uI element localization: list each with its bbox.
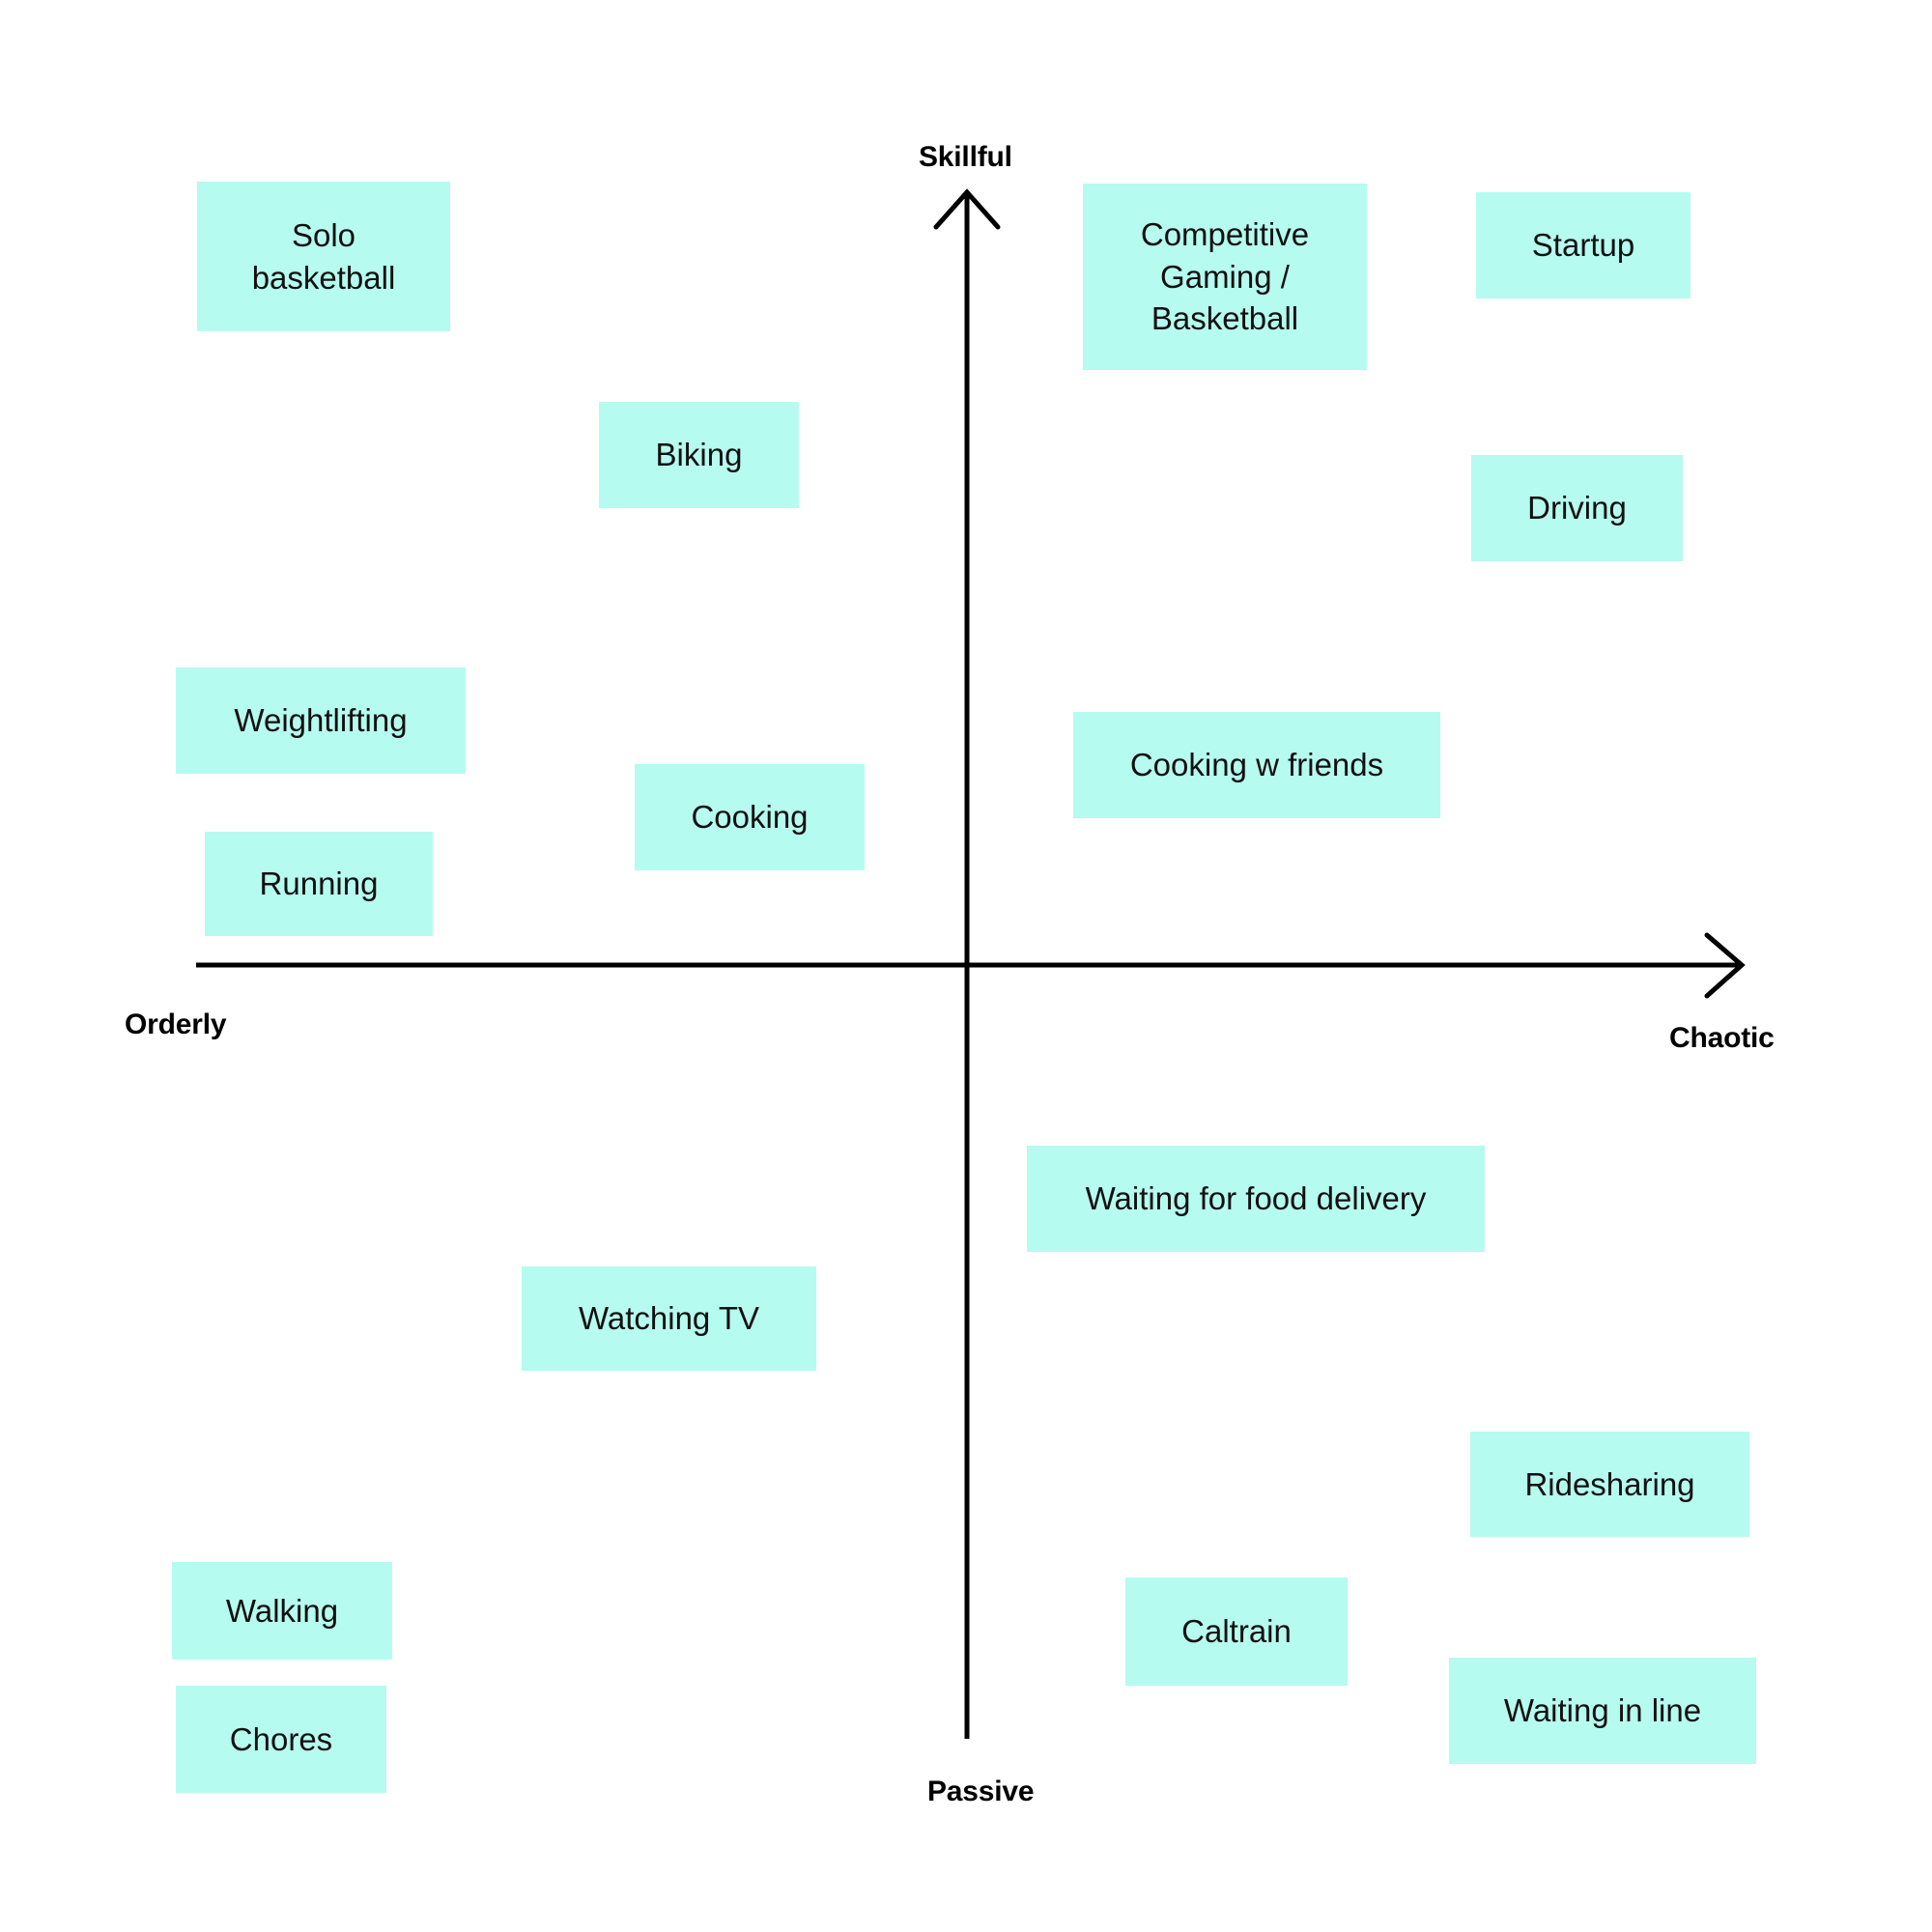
- note-label: Weightlifting: [234, 702, 408, 739]
- note-label: Solo basketball: [251, 216, 396, 296]
- note-label: Chores: [229, 1720, 333, 1757]
- note-label: Biking: [655, 437, 743, 473]
- note-running[interactable]: Running: [205, 832, 433, 936]
- note-competitive-gaming[interactable]: Competitive Gaming / Basketball: [1083, 184, 1367, 370]
- axis-label-passive: Passive: [927, 1776, 1035, 1807]
- note-waiting-in-line[interactable]: Waiting in line: [1449, 1658, 1756, 1764]
- note-weightlifting[interactable]: Weightlifting: [176, 668, 466, 774]
- note-label: Competitive Gaming / Basketball: [1140, 215, 1310, 337]
- note-label: Waiting for food delivery: [1085, 1180, 1427, 1217]
- note-ridesharing[interactable]: Ridesharing: [1470, 1432, 1749, 1537]
- note-label: Driving: [1527, 490, 1627, 526]
- note-label: Ridesharing: [1524, 1465, 1695, 1502]
- note-cooking-w-friends[interactable]: Cooking w friends: [1073, 712, 1440, 818]
- note-chores[interactable]: Chores: [176, 1686, 386, 1793]
- axis-label-chaotic: Chaotic: [1669, 1022, 1775, 1054]
- note-startup[interactable]: Startup: [1476, 192, 1690, 298]
- note-label: Running: [259, 866, 379, 902]
- note-label: Cooking w friends: [1129, 747, 1384, 783]
- note-cooking[interactable]: Cooking: [635, 764, 865, 870]
- note-walking[interactable]: Walking: [172, 1562, 392, 1660]
- note-driving[interactable]: Driving: [1471, 455, 1683, 561]
- note-waiting-food-delivery[interactable]: Waiting for food delivery: [1027, 1146, 1485, 1252]
- horizontal-axis-arrowhead: [1704, 932, 1746, 999]
- axis-label-skillful: Skillful: [919, 141, 1012, 173]
- note-biking[interactable]: Biking: [599, 402, 799, 508]
- vertical-axis-arrowhead: [933, 188, 1001, 230]
- note-caltrain[interactable]: Caltrain: [1125, 1577, 1348, 1686]
- note-label: Waiting in line: [1503, 1692, 1702, 1729]
- note-label: Cooking: [691, 799, 809, 836]
- note-watching-tv[interactable]: Watching TV: [522, 1266, 816, 1371]
- note-solo-basketball[interactable]: Solo basketball: [197, 182, 450, 331]
- axis-label-orderly: Orderly: [125, 1009, 227, 1040]
- note-label: Caltrain: [1181, 1613, 1292, 1650]
- note-label: Walking: [225, 1592, 339, 1629]
- note-label: Startup: [1531, 227, 1635, 264]
- note-label: Watching TV: [578, 1300, 760, 1337]
